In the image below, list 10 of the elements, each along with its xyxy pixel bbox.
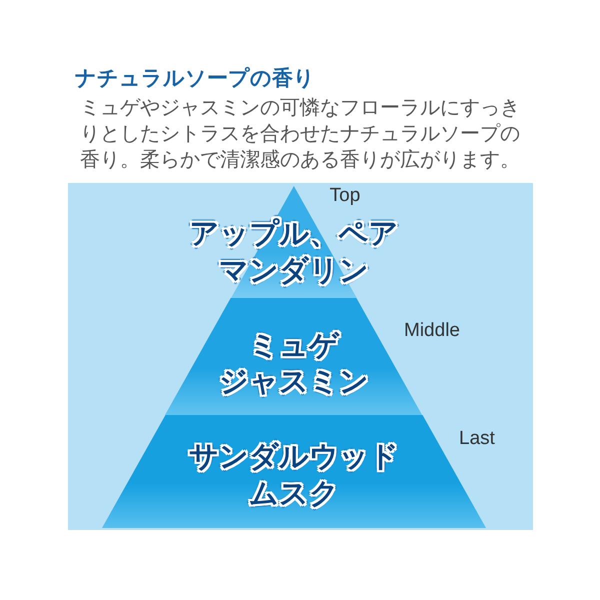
tier-label: Last — [459, 428, 495, 450]
fragrance-note-text: ミュゲ — [249, 327, 339, 363]
heading: ナチュラルソープの香り — [75, 65, 315, 91]
tier-label: Top — [330, 185, 360, 207]
fragrance-note-text: ジャスミン — [219, 363, 369, 399]
fragrance-note-text: ムスク — [249, 475, 339, 511]
description-text: ミュゲやジャスミンの可憐なフローラルにすっきりとしたシトラスを合わせたナチュラルソープの香り。柔らかで清潔感のある香りが広がります。 — [80, 94, 521, 172]
fragrance-note-text: マンダリン — [219, 252, 369, 288]
tier-label: Middle — [404, 320, 460, 342]
fragrance-note-text: サンダルウッド — [189, 438, 399, 474]
